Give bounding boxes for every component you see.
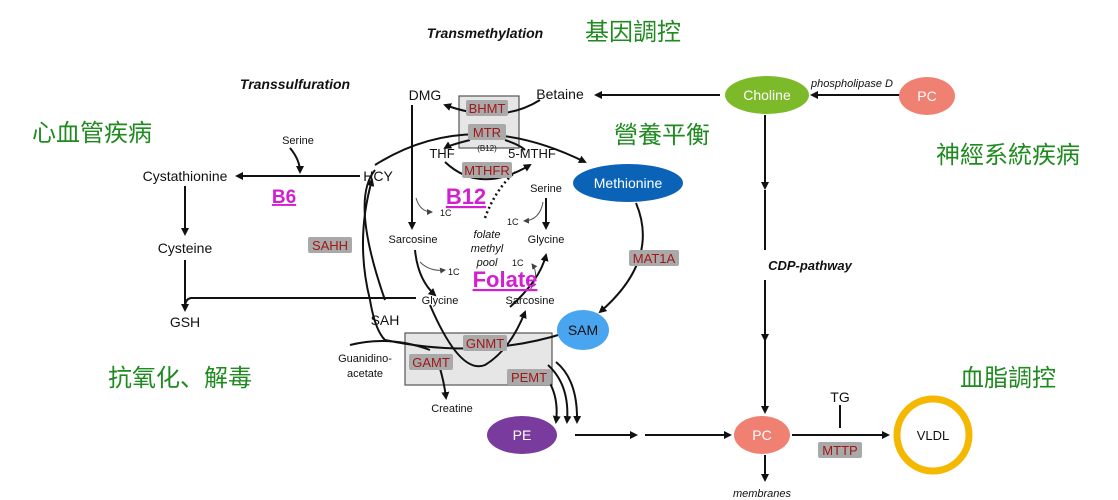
pc-bottom-label: PC	[752, 427, 771, 443]
vitamin-b6: B6	[272, 187, 296, 208]
node-pc-top: PC	[899, 77, 955, 115]
glycine-inner: Glycine	[528, 234, 565, 246]
guanidinoacetate-line2: acetate	[347, 368, 383, 380]
enzyme-gamt: GAMT	[412, 355, 450, 370]
b12-subscript: (B12)	[477, 144, 497, 153]
transmethylation-label: Transmethylation	[427, 25, 543, 41]
enzyme-bhmt: BHMT	[469, 101, 506, 116]
phospholipase-d-label: phospholipase D	[810, 78, 893, 90]
enzyme-gnmt: GNMT	[466, 336, 504, 351]
one-carbon: 1C	[440, 208, 452, 218]
methionine-label: Methionine	[594, 175, 663, 191]
category-cardiovascular: 心血管疾病	[32, 119, 152, 147]
5-mthf: 5-MTHF	[508, 146, 556, 161]
one-carbon: 1C	[448, 267, 460, 277]
thf: THF	[429, 146, 454, 161]
cystathionine: Cystathionine	[143, 168, 228, 184]
transsulfuration-label: Transsulfuration	[240, 76, 350, 92]
sarcosine-bottom: Sarcosine	[506, 295, 555, 307]
pc-top-label: PC	[917, 88, 936, 104]
category-nervous-system: 神經系統疾病	[936, 141, 1080, 169]
folate-pool-line3: pool	[476, 257, 498, 269]
choline-label: Choline	[743, 87, 791, 103]
dmg: DMG	[409, 87, 442, 103]
serine-inner: Serine	[530, 183, 562, 195]
guanidinoacetate-line1: Guanidino-	[338, 353, 392, 365]
one-carbon: 1C	[512, 258, 524, 268]
glycine-bottom: Glycine	[422, 295, 459, 307]
hcy: HCY	[363, 168, 393, 184]
node-pe: PE	[487, 416, 557, 454]
node-pc-bottom: PC	[734, 416, 790, 454]
category-gene-regulation: 基因調控	[585, 18, 681, 46]
enzyme-pemt: PEMT	[511, 370, 547, 385]
serine-left: Serine	[282, 135, 314, 147]
one-carbon: 1C	[507, 217, 519, 227]
category-antioxidant: 抗氧化、解毒	[108, 364, 252, 392]
node-methionine: Methionine	[573, 164, 683, 202]
node-vldl: VLDL	[893, 395, 973, 475]
metabolite-labels: DMG Betaine THF 5-MTHF (B12) Serine Cyst…	[143, 86, 850, 415]
enzyme-mtr: MTR	[473, 125, 501, 140]
tg: TG	[830, 389, 849, 405]
membranes-label: membranes	[733, 488, 792, 500]
vitamin-folate: Folate	[473, 267, 538, 292]
vitamin-b12: B12	[446, 184, 486, 209]
cdp-pathway-label: CDP-pathway	[768, 258, 853, 273]
betaine: Betaine	[536, 86, 584, 102]
node-sam: SAM	[557, 310, 609, 350]
category-lipid-regulation: 血脂調控	[960, 364, 1056, 392]
sarcosine-inner: Sarcosine	[389, 234, 438, 246]
sah: SAH	[371, 312, 400, 328]
node-choline: Choline	[725, 76, 809, 114]
category-nutrition: 營養平衡	[614, 121, 710, 149]
pe-label: PE	[513, 427, 532, 443]
folate-pool-line1: folate	[474, 229, 501, 241]
cysteine: Cysteine	[158, 240, 213, 256]
folate-pool-line2: methyl	[471, 243, 504, 255]
vldl-label: VLDL	[917, 428, 950, 443]
enzyme-labels: BHMT MTR MTHFR SAHH MAT1A GNMT GAMT PEMT…	[308, 100, 862, 458]
enzyme-mthfr: MTHFR	[464, 163, 510, 178]
sam-label: SAM	[568, 322, 598, 338]
enzyme-mat1a: MAT1A	[633, 251, 676, 266]
gsh: GSH	[170, 314, 200, 330]
enzyme-mttp: MTTP	[822, 443, 857, 458]
creatine: Creatine	[431, 403, 473, 415]
enzyme-sahh: SAHH	[312, 238, 348, 253]
